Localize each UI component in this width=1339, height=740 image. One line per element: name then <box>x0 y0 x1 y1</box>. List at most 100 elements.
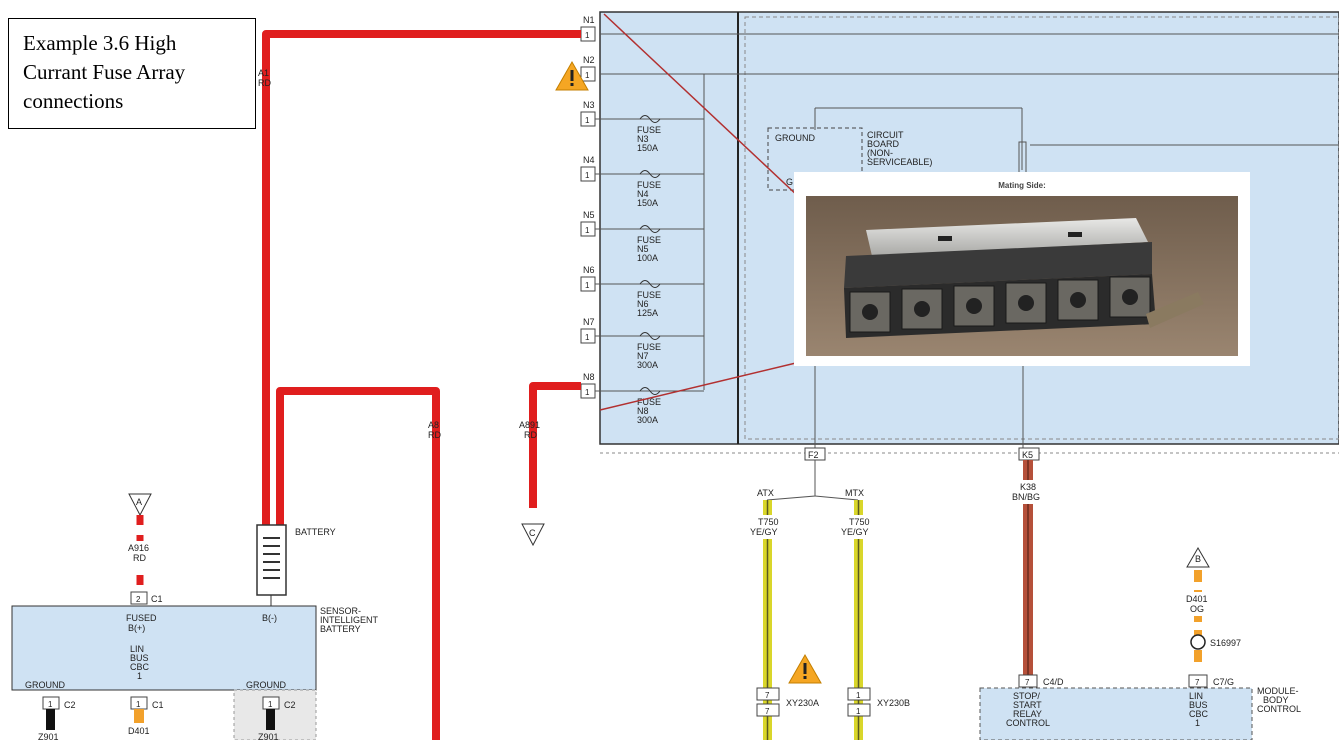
svg-text:CBC: CBC <box>1189 709 1209 719</box>
pin-c7g <box>1188 674 1208 688</box>
wire-a1-color: RD <box>258 78 271 88</box>
wire-a916-label-bg <box>126 541 154 565</box>
wire-a916-color: RD <box>133 553 146 563</box>
connector-n6: N6 1 <box>580 265 596 292</box>
ground-wire-black <box>266 709 275 730</box>
body-control-module <box>979 687 1253 740</box>
svg-text:1: 1 <box>48 700 53 709</box>
connector-xy230a: 7 7 XY230A <box>756 687 819 717</box>
svg-text:300A: 300A <box>637 360 658 370</box>
wire-a891 <box>529 382 581 508</box>
photo-inset: Mating Side: <box>794 172 1250 366</box>
svg-text:N2: N2 <box>583 55 595 65</box>
photo-title: Mating Side: <box>998 181 1046 190</box>
svg-text:1: 1 <box>585 388 590 397</box>
svg-text:BODY: BODY <box>1263 695 1289 705</box>
svg-text:F2: F2 <box>808 450 819 460</box>
split-line-atx <box>766 460 816 501</box>
svg-text:C2: C2 <box>284 700 296 710</box>
k38-label-bg <box>1010 480 1048 504</box>
svg-text:C2: C2 <box>64 700 76 710</box>
svg-text:N3: N3 <box>637 134 649 144</box>
svg-text:LIN: LIN <box>1189 691 1203 701</box>
svg-text:N5: N5 <box>583 210 595 220</box>
svg-text:FUSE: FUSE <box>637 180 661 190</box>
connector-n1: N1 1 <box>580 15 596 42</box>
svg-text:1: 1 <box>585 333 590 342</box>
ref-b-triangle: B <box>1186 547 1210 568</box>
fuse-n4: FUSE N4 150A <box>595 170 704 208</box>
pin-c4d <box>1018 674 1038 688</box>
svg-text:BUS: BUS <box>130 653 149 663</box>
svg-text:1: 1 <box>136 700 141 709</box>
svg-text:1: 1 <box>585 281 590 290</box>
svg-text:N6: N6 <box>637 299 649 309</box>
svg-text:XY230B: XY230B <box>877 698 910 708</box>
svg-text:YE/GY: YE/GY <box>841 527 869 537</box>
svg-text:7: 7 <box>765 691 770 700</box>
t750a-label-bg <box>748 515 788 539</box>
wire-a1 <box>262 30 581 525</box>
wire-a8 <box>276 387 440 740</box>
svg-text:1: 1 <box>585 71 590 80</box>
svg-text:1: 1 <box>585 171 590 180</box>
svg-text:BATTERY: BATTERY <box>320 624 361 634</box>
svg-text:MTX: MTX <box>845 488 864 498</box>
connector-n7: N7 1 <box>580 317 596 344</box>
split-line-mtx <box>814 495 859 501</box>
svg-text:N4: N4 <box>637 189 649 199</box>
svg-text:OG: OG <box>1190 604 1204 614</box>
wire-d401-orange <box>134 709 144 723</box>
svg-text:7: 7 <box>1195 678 1200 687</box>
svg-text:FUSE: FUSE <box>637 235 661 245</box>
fuse-n7: FUSE N7 300A <box>595 332 704 370</box>
svg-text:BN/BG: BN/BG <box>1012 492 1040 502</box>
svg-text:CONTROL: CONTROL <box>1257 704 1301 714</box>
connector-n3: N3 1 <box>580 100 596 127</box>
svg-text:T750: T750 <box>849 517 870 527</box>
svg-text:100A: 100A <box>637 253 658 263</box>
wire-a891-color: RD <box>524 430 537 440</box>
connector-n8: N8 1 <box>580 372 596 399</box>
svg-text:B: B <box>1195 554 1201 564</box>
svg-text:FUSE: FUSE <box>637 342 661 352</box>
svg-text:YE/GY: YE/GY <box>750 527 778 537</box>
svg-text:INTELLIGENT: INTELLIGENT <box>320 615 379 625</box>
svg-text:C: C <box>529 528 536 538</box>
svg-text:Z901: Z901 <box>258 732 279 740</box>
svg-text:N4: N4 <box>583 155 595 165</box>
callout-line-bottom <box>599 361 801 411</box>
connector-n4: N4 1 <box>580 155 596 182</box>
circuit-board-line1: CIRCUIT <box>867 130 904 140</box>
svg-text:FUSE: FUSE <box>637 290 661 300</box>
connector-n2: N2 1 <box>580 55 596 82</box>
battery-icon <box>256 524 287 606</box>
battery-neg-label: B(-) <box>262 613 277 623</box>
wire-a8-color: RD <box>428 430 441 440</box>
fuse-block-photo <box>806 196 1238 356</box>
svg-text:125A: 125A <box>637 308 658 318</box>
svg-text:1: 1 <box>585 116 590 125</box>
wire-a1-code: A1 <box>258 68 269 78</box>
svg-text:1: 1 <box>856 691 861 700</box>
ref-a-triangle: A <box>128 493 152 517</box>
svg-text:K5: K5 <box>1022 450 1033 460</box>
svg-text:C4/D: C4/D <box>1043 677 1064 687</box>
svg-text:N1: N1 <box>583 15 595 25</box>
svg-text:START: START <box>1013 700 1042 710</box>
svg-text:1: 1 <box>137 671 142 681</box>
wire-a916-code: A916 <box>128 543 149 553</box>
fuse-n8: FUSE N8 300A <box>595 387 704 425</box>
svg-text:STOP/: STOP/ <box>1013 691 1040 701</box>
svg-text:N7: N7 <box>583 317 595 327</box>
svg-text:RELAY: RELAY <box>1013 709 1042 719</box>
svg-text:C1: C1 <box>152 700 164 710</box>
svg-text:K38: K38 <box>1020 482 1036 492</box>
ground-wire-black <box>46 709 55 730</box>
circuit-board-line4: SERVICEABLE) <box>867 157 932 167</box>
svg-text:1: 1 <box>268 700 273 709</box>
svg-text:MODULE-: MODULE- <box>1257 686 1299 696</box>
circuit-board-line3: (NON- <box>867 148 893 158</box>
svg-text:1: 1 <box>1195 718 1200 728</box>
sensor-battery-module <box>11 605 317 691</box>
